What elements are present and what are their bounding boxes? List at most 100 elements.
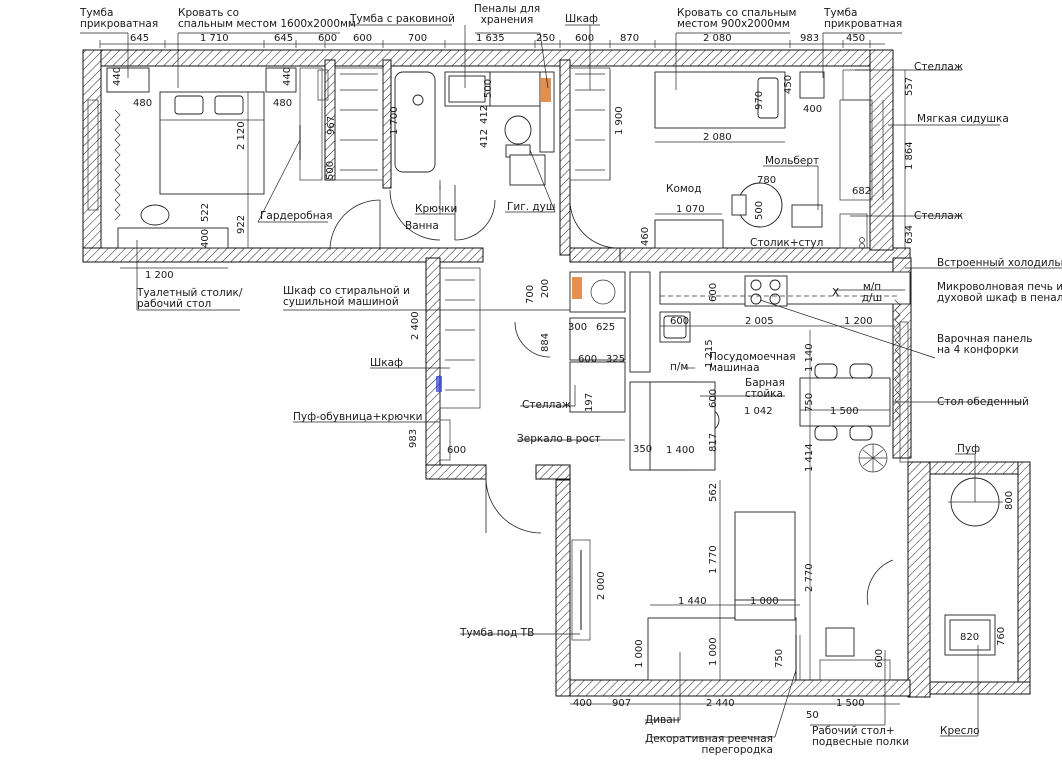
dim-922: 922 [236, 215, 247, 234]
label-tumba-tv: Тумба под ТВ [459, 627, 534, 639]
dim-1200a: 1 200 [145, 270, 174, 281]
dim-1042: 1 042 [744, 406, 773, 417]
dim-500a: 500 [483, 79, 494, 98]
dim-1140: 1 140 [804, 343, 815, 372]
dim-300: 300 [568, 322, 587, 333]
dim-1500a: 1 500 [830, 406, 859, 417]
label-stellazh-3: Стеллаж [522, 399, 572, 411]
label-stellazh-2: Стеллаж [914, 210, 964, 222]
dim-1000b: 1 000 [634, 639, 645, 668]
label-stolik-stul: Столик+стул [750, 237, 823, 249]
dim-2005: 2 005 [745, 316, 774, 327]
label-komod: Комод [666, 183, 701, 195]
dim-1700: 1 700 [389, 106, 400, 135]
dim-700a: 700 [408, 33, 427, 44]
dim-440b: 440 [282, 67, 293, 86]
dim-600b: 600 [353, 33, 372, 44]
dim-1000a: 1 000 [750, 596, 779, 607]
label-vstr-holodilnik: Встроенный холодильник [937, 257, 1062, 269]
dim-400a: 400 [803, 104, 822, 115]
label-tualet-stolik: Туалетный столик/рабочий стол [136, 287, 243, 310]
dim-645a: 645 [130, 33, 149, 44]
dim-1200b: 1 200 [844, 316, 873, 327]
dim-200: 200 [540, 279, 551, 298]
label-rabochiy-stol: Рабочий стол+подвесные полки [812, 725, 909, 748]
dim-820: 820 [960, 632, 979, 643]
furniture [87, 67, 1003, 681]
dim-800: 800 [1004, 491, 1015, 510]
dim-645b: 645 [274, 33, 293, 44]
dim-983b: 983 [408, 429, 419, 448]
dim-450a: 450 [846, 33, 865, 44]
dimension-texts: 645 1 710 645 600 600 700 1 635 250 600 … [112, 33, 1015, 721]
dim-2770: 2 770 [804, 563, 815, 592]
label-shkaf-top: Шкаф [565, 13, 598, 25]
dim-750a: 750 [804, 393, 815, 412]
label-stellazh-1: Стеллаж [914, 61, 964, 73]
dim-562: 562 [708, 483, 719, 502]
label-divan: Диван [645, 714, 680, 726]
dim-600a: 600 [318, 33, 337, 44]
dim-600g: 600 [708, 389, 719, 408]
label-shkaf-left: Шкаф [370, 357, 403, 369]
dim-884: 884 [540, 333, 551, 352]
label-x-mark: Х [832, 287, 839, 299]
dim-1440: 1 440 [678, 596, 707, 607]
label-puf: Пуф [957, 443, 980, 455]
dim-500c: 500 [325, 161, 336, 180]
dimension-lines [99, 40, 906, 705]
dim-682: 682 [852, 186, 871, 197]
dim-2120: 2 120 [236, 121, 247, 150]
dim-1770: 1 770 [708, 545, 719, 574]
dim-250: 250 [536, 33, 555, 44]
dim-1215: 1 215 [704, 339, 715, 368]
dim-970: 970 [754, 91, 765, 110]
dim-1900: 1 900 [614, 106, 625, 135]
dim-50: 50 [806, 710, 819, 721]
dim-700b: 700 [525, 285, 536, 304]
label-gig-dush: Гиг. душ [507, 201, 556, 213]
dim-2080a: 2 080 [703, 33, 732, 44]
dim-750b: 750 [774, 649, 785, 668]
label-molbert: Мольберт [765, 155, 819, 167]
leader-lines [80, 24, 1062, 738]
label-vanna: Ванна [405, 220, 439, 232]
dim-967: 967 [326, 116, 337, 135]
dim-870: 870 [620, 33, 639, 44]
doors [329, 185, 894, 606]
dim-440a: 440 [112, 67, 123, 86]
label-pm: п/м [670, 361, 688, 373]
dim-557: 557 [904, 77, 915, 96]
dim-480b: 480 [273, 98, 292, 109]
dim-400b: 400 [200, 229, 211, 248]
dim-1710: 1 710 [200, 33, 229, 44]
dim-412a: 412 [479, 105, 490, 124]
dim-983a: 983 [800, 33, 819, 44]
dim-1500b: 1 500 [836, 698, 865, 709]
dim-350: 350 [633, 444, 652, 455]
dim-480a: 480 [133, 98, 152, 109]
dim-1414: 1 414 [804, 443, 815, 472]
label-kryuchki: Крючки [415, 203, 457, 215]
dim-197: 197 [584, 393, 595, 412]
dim-634: 634 [904, 225, 915, 244]
dim-600d: 600 [708, 283, 719, 302]
dim-500b: 500 [754, 201, 765, 220]
dim-460: 460 [640, 227, 651, 246]
dim-600i: 600 [874, 649, 885, 668]
dim-1000c: 1 000 [708, 637, 719, 666]
label-puf-obuvnica: Пуф-обувница+крючки [293, 411, 422, 423]
